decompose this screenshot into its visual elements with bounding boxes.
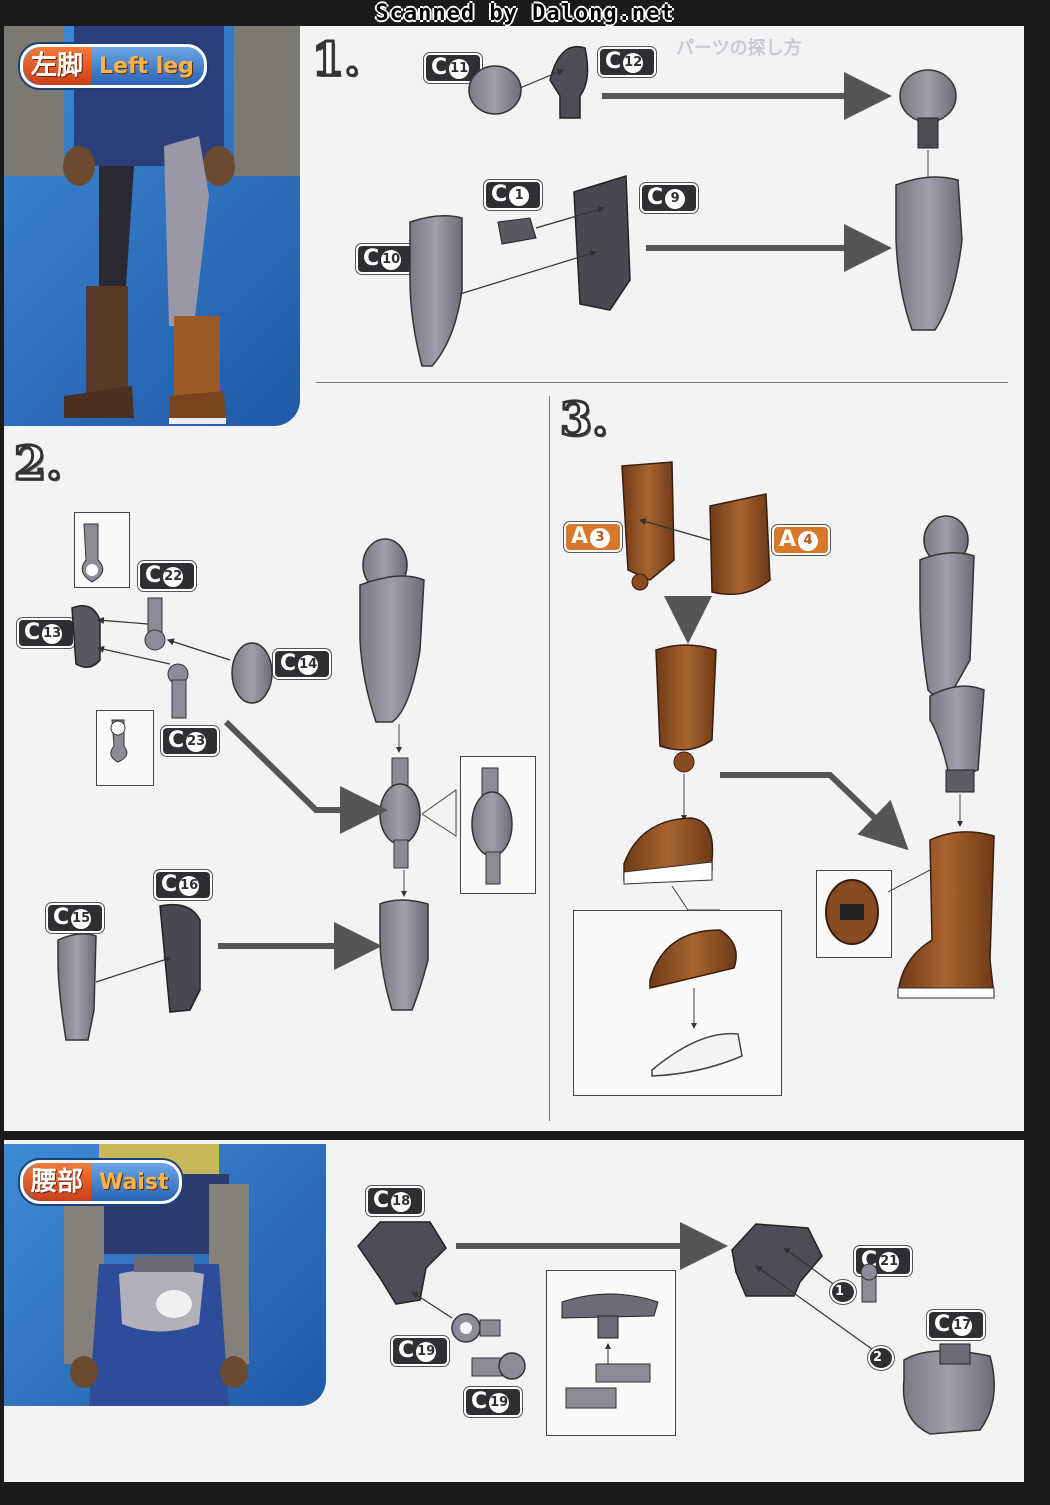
step-2-parts — [57, 523, 513, 1041]
waist-parts — [357, 1221, 995, 1435]
shin-half-c16 — [159, 903, 201, 1013]
disk-c13 — [71, 605, 101, 668]
thigh-half-c9 — [573, 174, 631, 311]
knee-cap-c14 — [231, 642, 273, 704]
watermark-text: Scanned by Dalong.net — [375, 1, 675, 26]
peg-c1 — [497, 217, 537, 245]
shoe-a17 — [649, 929, 737, 989]
step-2-number: 2. — [12, 435, 63, 492]
step-3-parts — [621, 461, 995, 1077]
step-divider-vertical — [549, 396, 550, 1121]
assembled-upper-ball — [899, 69, 957, 123]
waist-title-jp: 腰部 — [23, 1163, 92, 1201]
assembled-shin — [379, 899, 429, 1011]
callout-2: 2 — [868, 1346, 894, 1370]
assembled-boot-final — [897, 831, 995, 997]
waist-title-en: Waist — [99, 1169, 169, 1195]
joint-c12 — [549, 46, 589, 119]
step-1-number: 1. — [310, 31, 361, 88]
boot-inner-a3 — [621, 461, 675, 581]
left-leg-title-badge: 左脚 Left leg — [20, 44, 207, 88]
boot-outer-a4 — [709, 493, 771, 595]
faded-background-print: パーツの探し方 — [676, 38, 802, 59]
thigh-half-c10 — [409, 215, 463, 367]
step-1-parts — [409, 46, 963, 367]
assembled-thigh — [895, 176, 963, 331]
left-leg-title-en: Left leg — [99, 53, 194, 79]
assembled-upper-leg — [359, 575, 425, 723]
shin-half-c15 — [57, 933, 97, 1041]
inset-c22-detail — [74, 512, 130, 588]
callout-1: 1 — [830, 1280, 856, 1304]
section-divider — [0, 1131, 1050, 1140]
hip-piece-c17 — [902, 1350, 995, 1435]
waist-title-badge: 腰部 Waist — [20, 1160, 182, 1204]
waist-frame-c18 — [357, 1221, 447, 1305]
left-leg-title-jp: 左脚 — [23, 47, 92, 85]
step-divider-horizontal — [316, 382, 1008, 383]
assembled-knee — [379, 783, 421, 845]
head-ball-c11 — [468, 65, 522, 115]
assembled-leg-final — [919, 552, 975, 708]
assembled-boot-shaft — [655, 644, 717, 751]
figure-waist-illustration — [64, 1144, 249, 1406]
step-3-number: 3. — [558, 391, 609, 448]
joint-c19-b — [471, 1357, 503, 1377]
assembled-waist-frame — [731, 1223, 823, 1297]
sole-d15 — [651, 1032, 743, 1077]
